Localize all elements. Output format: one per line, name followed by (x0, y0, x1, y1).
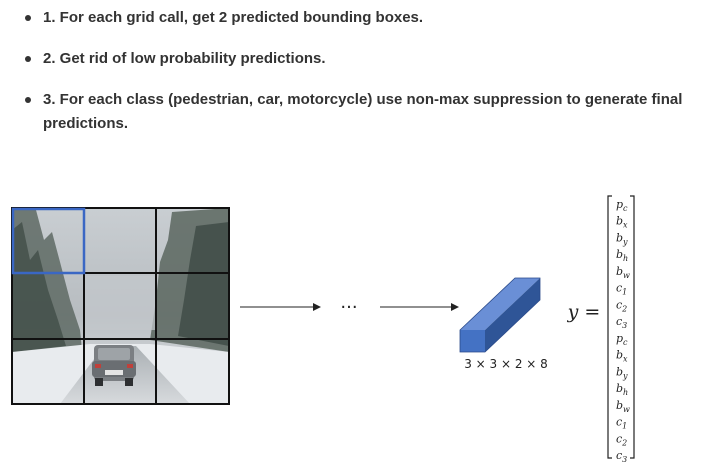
block-dimension-label: 3 × 3 × 2 × 8 (464, 357, 548, 371)
snowy-road-photo (12, 208, 229, 404)
vector-entry-pc: pc (616, 198, 628, 213)
vector-entry-c3: c3 (616, 315, 627, 330)
vector-entry-by: by (616, 365, 628, 380)
vector-entry-by: by (616, 231, 628, 246)
bullet-dot (25, 15, 31, 21)
bullet-dot (25, 97, 31, 103)
highlighted-grid-cell (11, 207, 86, 275)
bullet-dot (25, 56, 31, 62)
vector-entry-bx: bx (616, 349, 628, 364)
step-text-1: 1. For each grid call, get 2 predicted b… (43, 9, 424, 26)
vector-entry-c2: c2 (616, 298, 627, 313)
step-item-1: 1. For each grid call, get 2 predicted b… (24, 6, 724, 30)
vector-entry-bh: bh (616, 382, 628, 397)
step-item-2: 2. Get rid of low probability prediction… (24, 47, 724, 71)
vector-entry-c1: c1 (616, 282, 627, 297)
step-list: 1. For each grid call, get 2 predicted b… (24, 6, 724, 153)
vector-entry-c2: c2 (616, 432, 627, 447)
vector-left-bracket (607, 195, 612, 459)
y-equals-label: y = (567, 301, 601, 323)
vector-entry-bw: bw (616, 399, 630, 414)
step-text-2: 2. Get rid of low probability prediction… (43, 50, 326, 67)
vector-entry-bx: bx (616, 215, 628, 230)
step-text-3: 3. For each class (pedestrian, car, moto… (43, 91, 683, 132)
vector-entry-bw: bw (616, 265, 630, 280)
vector-entry-bh: bh (616, 248, 628, 263)
vector-entry-pc: pc (616, 332, 628, 347)
output-vector (607, 195, 635, 459)
vector-entry-c3: c3 (616, 449, 627, 464)
car-image (92, 345, 136, 386)
vector-entry-c1: c1 (616, 416, 627, 431)
output-volume-block (459, 277, 541, 353)
vector-right-bracket (630, 195, 635, 459)
step-item-3: 3. For each class (pedestrian, car, moto… (24, 88, 724, 136)
ellipsis: ··· (340, 297, 357, 318)
